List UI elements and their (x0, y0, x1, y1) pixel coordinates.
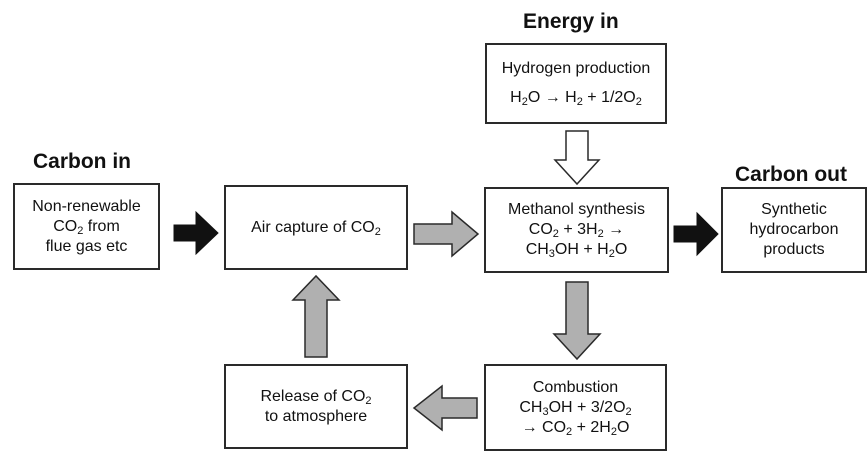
hydrogen-production-title: Hydrogen production (501, 60, 651, 77)
arrow-air-capture-to-methanol (413, 210, 480, 258)
subscript: 2 (552, 228, 559, 240)
subscript: 2 (576, 96, 583, 108)
synthetic-line-2: hydrocarbon (749, 221, 839, 238)
combustion-title: Combustion (532, 378, 619, 396)
methanol-synthesis-eq2: CH3OH + H2O (525, 241, 628, 260)
subscript: 2 (365, 394, 372, 407)
synthetic-line-3: products (763, 241, 825, 258)
subscript: 2 (625, 405, 632, 418)
release-line-1: Release of CO2 (260, 387, 372, 407)
synthetic-products-box: Synthetic hydrocarbon products (721, 187, 867, 273)
arrow-hydrogen-to-methanol (553, 130, 601, 186)
hydrogen-production-equation: H2O → H2 + 1/2O2 (510, 89, 642, 108)
subscript: 2 (635, 96, 642, 108)
combustion-eq2: → CO2 + 2H2O (521, 418, 630, 438)
heading-energy-in: Energy in (523, 10, 619, 33)
subscript: 2 (597, 228, 604, 240)
heading-carbon-in: Carbon in (33, 150, 131, 173)
release-co2-box: Release of CO2 to atmosphere (224, 364, 408, 449)
methanol-synthesis-eq1: CO2 + 3H2 → (528, 221, 625, 240)
hydrogen-production-box: Hydrogen production H2O → H2 + 1/2O2 (485, 43, 667, 124)
release-line-2: to atmosphere (264, 407, 368, 425)
subscript: 2 (610, 425, 617, 438)
arrow-combustion-to-release (412, 384, 478, 432)
arrow-methanol-to-combustion (552, 281, 602, 361)
subscript: 3 (548, 248, 555, 260)
methanol-synthesis-title: Methanol synthesis (508, 201, 645, 218)
subscript: 3 (542, 405, 549, 418)
subscript: 2 (374, 225, 381, 238)
subscript: 2 (521, 96, 528, 108)
methanol-synthesis-box: Methanol synthesis CO2 + 3H2 → CH3OH + H… (484, 187, 669, 273)
synthetic-line-1: Synthetic (761, 201, 827, 218)
arrow-methanol-to-synthetic (673, 211, 719, 257)
arrow-nonrenewable-to-air-capture (173, 210, 219, 256)
non-renewable-line-2: CO2 from (53, 217, 120, 237)
air-capture-label: Air capture of CO2 (251, 218, 381, 238)
subscript: 2 (566, 425, 573, 438)
subscript: 2 (608, 248, 615, 260)
heading-carbon-out: Carbon out (735, 163, 847, 186)
air-capture-box: Air capture of CO2 (224, 185, 408, 270)
combustion-eq1: CH3OH + 3/2O2 (519, 398, 632, 418)
non-renewable-line-3: flue gas etc (45, 237, 128, 255)
non-renewable-co2-box: Non-renewable CO2 from flue gas etc (13, 183, 160, 270)
combustion-box: Combustion CH3OH + 3/2O2 → CO2 + 2H2O (484, 364, 667, 451)
arrow-release-to-air-capture (291, 274, 341, 358)
non-renewable-line-1: Non-renewable (32, 197, 141, 215)
subscript: 2 (77, 224, 84, 237)
